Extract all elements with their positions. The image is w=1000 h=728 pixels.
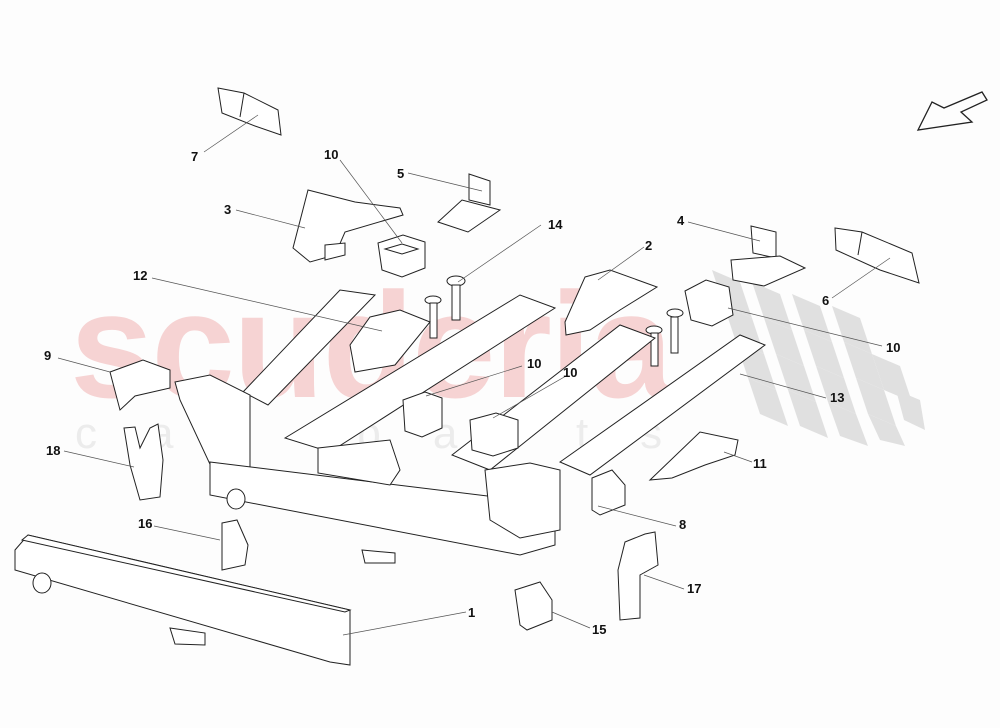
callout-12[interactable]: 12 xyxy=(133,268,148,283)
callout-10[interactable]: 10 xyxy=(886,340,901,355)
callout-10[interactable]: 10 xyxy=(563,365,578,380)
callout-5[interactable]: 5 xyxy=(397,166,405,181)
orientation-arrow-icon xyxy=(916,91,988,131)
callout-15[interactable]: 15 xyxy=(592,622,607,637)
callout-10[interactable]: 10 xyxy=(324,147,339,162)
callout-8[interactable]: 8 xyxy=(679,517,687,532)
callout-10[interactable]: 10 xyxy=(527,356,542,371)
callout-4[interactable]: 4 xyxy=(677,213,685,228)
callout-18[interactable]: 18 xyxy=(46,443,61,458)
callout-1[interactable]: 1 xyxy=(468,605,476,620)
callout-16[interactable]: 16 xyxy=(138,516,153,531)
callout-11[interactable]: 11 xyxy=(753,456,767,471)
callout-14[interactable]: 14 xyxy=(548,217,563,232)
callout-2[interactable]: 2 xyxy=(645,238,653,253)
callout-6[interactable]: 6 xyxy=(822,293,830,308)
callout-9[interactable]: 9 xyxy=(44,348,52,363)
callout-7[interactable]: 7 xyxy=(191,149,199,164)
callout-3[interactable]: 3 xyxy=(224,202,232,217)
checkered-flag-watermark xyxy=(712,270,925,446)
callout-13[interactable]: 13 xyxy=(830,390,845,405)
callout-17[interactable]: 17 xyxy=(687,581,702,596)
